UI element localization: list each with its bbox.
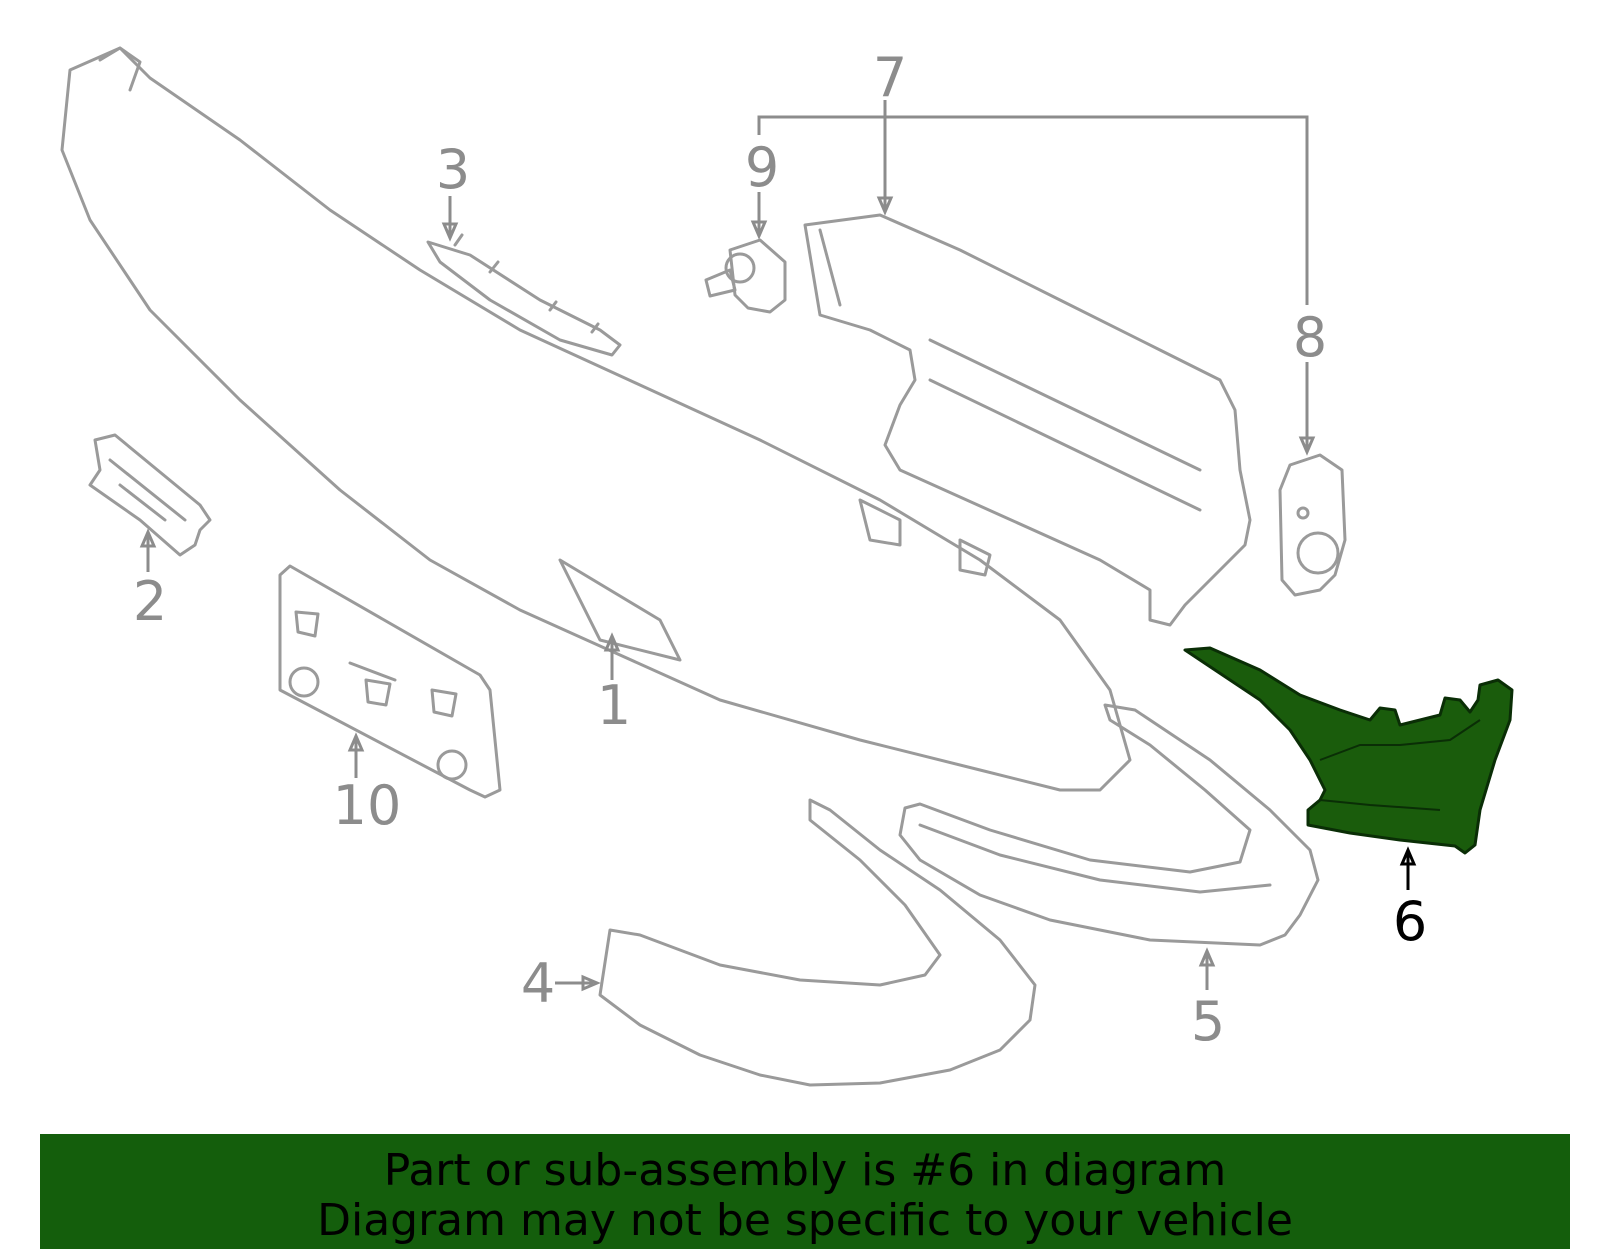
callout-10: 10 xyxy=(333,774,402,837)
part-1-grille xyxy=(60,46,1132,792)
banner-line-1: Part or sub-assembly is #6 in diagram xyxy=(383,1145,1227,1196)
callout-7: 7 xyxy=(873,46,907,109)
part-10-license-bracket xyxy=(278,564,502,799)
callout-1: 1 xyxy=(597,674,631,737)
callout-3: 3 xyxy=(436,138,470,201)
part-8-actuator xyxy=(1278,453,1347,597)
callout-2: 2 xyxy=(133,570,167,633)
banner-line-2: Diagram may not be specific to your vehi… xyxy=(317,1195,1293,1246)
callout-6: 6 xyxy=(1393,890,1427,953)
part-2-bracket xyxy=(88,433,212,557)
info-banner: Part or sub-assembly is #6 in diagram Di… xyxy=(40,1134,1570,1249)
part-6-highlighted-bracket xyxy=(1183,646,1514,855)
callout-9: 9 xyxy=(745,136,779,199)
part-7-shutter-assembly xyxy=(803,213,1252,627)
callout-4: 4 xyxy=(521,952,555,1015)
part-5-lower-trim xyxy=(898,703,1320,947)
callout-5: 5 xyxy=(1191,990,1225,1053)
part-4-lower-grille xyxy=(598,798,1037,1087)
callout-8: 8 xyxy=(1293,306,1327,369)
leader-lines xyxy=(139,100,1417,992)
part-3-trim-strip xyxy=(426,233,622,357)
part-9-sensor xyxy=(704,238,787,314)
